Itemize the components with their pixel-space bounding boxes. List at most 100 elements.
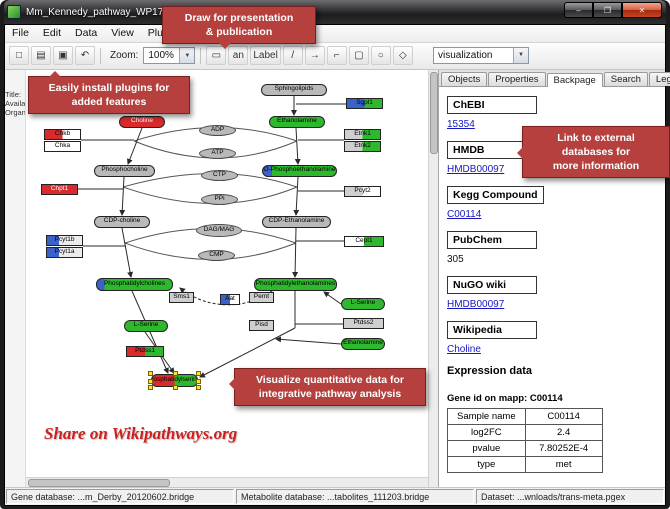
close-button[interactable]: ✕	[622, 2, 662, 18]
pathway-node-chkb[interactable]: Chkb	[44, 128, 81, 140]
vertical-scrollbar[interactable]	[428, 69, 438, 488]
selection-handle[interactable]	[196, 378, 201, 384]
tab-objects[interactable]: Objects	[441, 71, 488, 86]
pathway-node-ethanolamine[interactable]: Ethanolamine	[341, 337, 385, 350]
pathway-node-dag-mag[interactable]: DAG/MAG	[196, 223, 242, 237]
pathway-node-sphingolipids[interactable]: Sphingolipids	[261, 83, 327, 96]
datanode-tool-button[interactable]: an	[228, 46, 249, 66]
new-pathway-button[interactable]: □	[9, 46, 29, 66]
database-name-kegg-compound: Kegg Compound	[447, 185, 544, 204]
pathway-node-etnk2[interactable]: Etnk2	[344, 140, 381, 152]
tab-legend[interactable]: Legend	[648, 71, 670, 86]
statusbar-segment: Dataset: ...wnloads/trans-meta.pgex	[476, 489, 664, 504]
line-tool-button[interactable]: /	[282, 46, 303, 66]
elbow-tool-button[interactable]: ⌐	[326, 46, 347, 66]
database-id-link-nugo-wiki[interactable]: HMDB00097	[447, 298, 505, 310]
pathway-node-sgpl1[interactable]: Sgpl1	[346, 97, 383, 109]
pathway-node-phosphocholine[interactable]: Phosphocholine	[94, 164, 155, 177]
pathway-node-sms1[interactable]: Sms1	[169, 291, 194, 303]
pathway-node-adp[interactable]: ADP	[199, 124, 236, 136]
tab-backpage[interactable]: Backpage	[546, 72, 603, 87]
pathway-node-pcyt2[interactable]: Pcyt2	[344, 185, 381, 197]
pathway-node-etnk1[interactable]: Etnk1	[344, 128, 381, 140]
menu-view[interactable]: View	[111, 27, 134, 40]
pathway-node-ethanolamine[interactable]: Ethanolamine	[269, 115, 325, 128]
window-content: FileEditDataViewPluginsHelp □▤▣↶ Zoom: 1…	[4, 24, 670, 506]
pathway-node-cdp-choline[interactable]: CDP-choline	[94, 215, 150, 228]
selection-handle[interactable]	[196, 384, 201, 390]
horizontal-scrollbar[interactable]	[26, 477, 428, 488]
horizontal-scrollbar-thumb[interactable]	[28, 479, 170, 488]
selection-handle[interactable]	[173, 370, 178, 376]
selection-handle[interactable]	[173, 384, 178, 390]
database-id-link-hmdb[interactable]: HMDB00097	[447, 163, 505, 175]
pathway-node-chpt1[interactable]: Chpt1	[41, 183, 78, 195]
pathway-node-pcyt1a[interactable]: Pcyt1a	[46, 246, 83, 258]
callout-line: added features	[71, 96, 147, 108]
template-tool-button[interactable]: ◇	[392, 46, 413, 66]
minimize-button[interactable]: –	[564, 2, 593, 18]
pathway-node-l-serine[interactable]: L-Serine	[124, 319, 168, 332]
pathway-node-phosphatidylcholines[interactable]: Phosphatidylcholines	[96, 277, 173, 291]
rectangle-tool-button[interactable]: ▢	[348, 46, 369, 66]
menu-data[interactable]: Data	[75, 27, 98, 40]
pathway-node-chka[interactable]: Chka	[44, 140, 81, 152]
pathway-node-cmp[interactable]: CMP	[198, 249, 235, 261]
chevron-down-icon[interactable]: ▼	[513, 47, 528, 63]
table-cell: Sample name	[447, 407, 526, 425]
vertical-scrollbar-thumb[interactable]	[430, 71, 438, 154]
selection-handle[interactable]	[196, 370, 201, 376]
pathway-properties-strip: Title:AvailabilityOrganism	[5, 69, 26, 488]
pathway-node-pisd[interactable]: Pisd	[249, 319, 274, 331]
pathway-node-o-phosphoethanolamine[interactable]: O-Phosphoethanolamine	[262, 164, 337, 177]
menu-edit[interactable]: Edit	[42, 27, 62, 40]
label-tool-button[interactable]: Label	[250, 46, 281, 66]
database-id-link-wikipedia[interactable]: Choline	[447, 343, 481, 355]
selection-handle[interactable]	[148, 384, 153, 390]
pathway-node-cdp-ethanolamine[interactable]: CDP-Ethanolamine	[262, 215, 331, 228]
save-pathway-button[interactable]: ▣	[53, 46, 73, 66]
selection-handle[interactable]	[148, 370, 153, 376]
pathway-node-pemt[interactable]: Pemt	[249, 291, 274, 303]
pathway-node-phosphatidylethanolamines[interactable]: Phosphatidylethanolamines	[254, 277, 337, 291]
visualization-combobox[interactable]: visualization ▼	[433, 46, 529, 64]
status-bar: Gene database: ...m_Derby_20120602.bridg…	[5, 487, 665, 505]
undo-button[interactable]: ↶	[75, 46, 95, 66]
selection-tool-button[interactable]: ▭	[206, 46, 227, 66]
main-area: Title:AvailabilityOrganism Sphingolipids…	[5, 69, 670, 488]
zoom-combobox[interactable]: 100% ▼	[143, 47, 196, 65]
toolbar-separator	[200, 47, 202, 64]
callout-line: more information	[552, 160, 640, 172]
pathway-node-ptdss1[interactable]: Ptdss1	[126, 345, 164, 357]
pathway-node-l-serine[interactable]: L-Serine	[341, 297, 385, 310]
tab-search[interactable]: Search	[603, 71, 648, 86]
title-bar[interactable]: Mm_Kennedy_pathway_WP1771_45176.gpml –❐✕	[4, 0, 666, 24]
menu-file[interactable]: File	[12, 27, 29, 40]
pathway-node-atp[interactable]: ATP	[199, 147, 236, 159]
pathway-node-choline[interactable]: Choline	[119, 115, 165, 128]
pathway-node-aat[interactable]: Aat	[220, 293, 240, 305]
selection-handle[interactable]	[148, 378, 153, 384]
visualization-value: visualization	[438, 49, 493, 61]
maximize-button[interactable]: ❐	[593, 2, 622, 18]
side-panel-tabs: ObjectsPropertiesBackpageSearchLegend	[439, 69, 670, 87]
pathway-node-ptdss2[interactable]: Ptdss2	[343, 317, 384, 329]
pathway-node-ctp[interactable]: CTP	[201, 169, 238, 181]
open-pathway-button[interactable]: ▤	[31, 46, 51, 66]
arrow-tool-button[interactable]: →	[304, 46, 325, 66]
database-id-link-chebi[interactable]: 15354	[447, 118, 475, 130]
database-id-link-kegg-compound[interactable]: C00114	[447, 208, 482, 220]
table-cell: 7.80252E-4	[524, 439, 603, 457]
pathway-node-cept1[interactable]: Cept1	[344, 235, 384, 247]
chevron-down-icon[interactable]: ▼	[179, 48, 195, 64]
oval-tool-button[interactable]: ○	[370, 46, 391, 66]
window-title: Mm_Kennedy_pathway_WP1771_45176.gpml	[26, 6, 233, 18]
tab-properties[interactable]: Properties	[488, 71, 546, 86]
pathway-node-ppi[interactable]: PPi	[201, 193, 238, 205]
pathway-node-pcyt1b[interactable]: Pcyt1b	[46, 234, 83, 246]
